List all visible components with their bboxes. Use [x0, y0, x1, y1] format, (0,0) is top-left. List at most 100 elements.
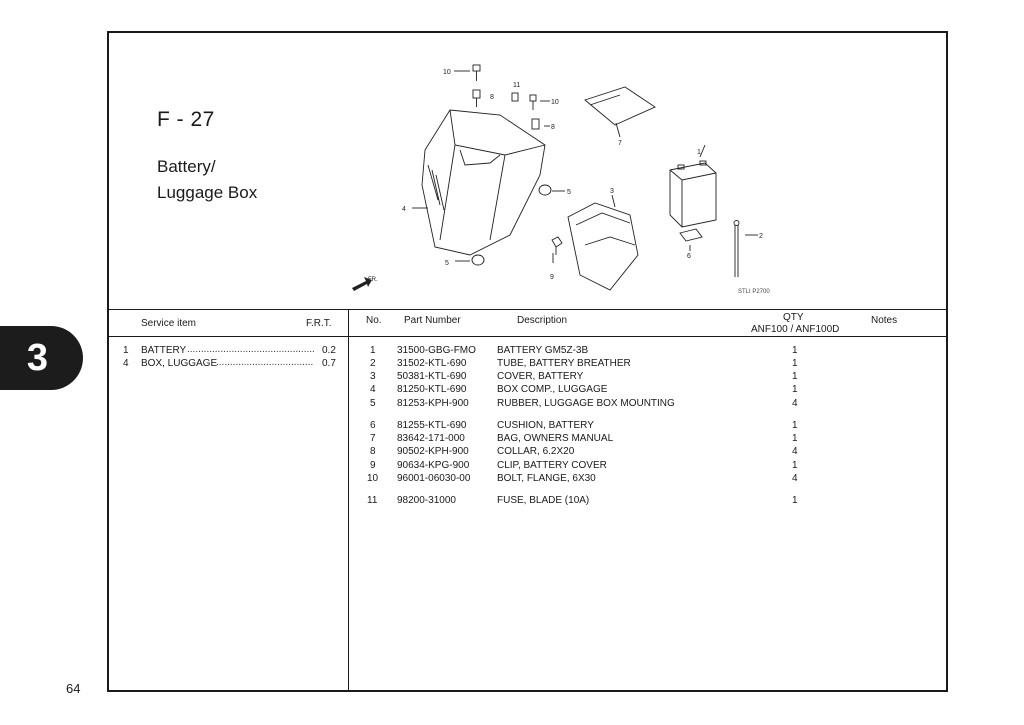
row-no: 11 [367, 495, 378, 506]
row-qty: 1 [792, 371, 798, 382]
service-row-frt: 0.7 [322, 358, 336, 369]
callout-number: 11 [513, 82, 520, 89]
row-no: 9 [370, 460, 376, 471]
diagram-code: STLI P2700 [738, 289, 770, 295]
row-no: 4 [370, 384, 376, 395]
row-no: 8 [370, 446, 376, 457]
figure-title-line2: Luggage Box [157, 183, 258, 202]
page-number: 64 [66, 681, 81, 696]
row-qty: 4 [792, 398, 798, 409]
owners-manual-bag-part [584, 86, 656, 126]
row-no: 2 [370, 358, 376, 369]
callout-number: 7 [618, 140, 622, 147]
table-top-rule [107, 309, 948, 310]
leader-dots: ........................................… [187, 344, 314, 355]
callout-number: 2 [759, 233, 763, 240]
row-description: FUSE, BLADE (10A) [497, 495, 590, 506]
row-description: BOX COMP., LUGGAGE [497, 384, 608, 395]
battery-cover-part [567, 202, 639, 291]
exploded-parts-diagram: FR. 10 8 11 10 8 7 1 4 5 3 2 6 9 5 STLI … [352, 64, 770, 295]
figure-title-line1: Battery/ [157, 157, 216, 176]
row-description: CUSHION, BATTERY [497, 420, 594, 431]
row-qty: 1 [792, 358, 798, 369]
bolt-part [529, 94, 537, 110]
callout-number: 8 [490, 94, 494, 101]
leader-dots: ........................................… [216, 357, 314, 368]
frt-header: F.R.T. [306, 318, 332, 329]
row-no: 10 [367, 473, 379, 484]
row-no: 1 [370, 345, 376, 356]
row-description: BOLT, FLANGE, 6X30 [497, 473, 596, 484]
collar-part [531, 118, 540, 130]
row-description: BAG, OWNERS MANUAL [497, 433, 614, 444]
callout-number: 4 [402, 206, 406, 213]
part-number-header: Part Number [404, 315, 461, 326]
service-row-frt: 0.2 [322, 345, 336, 356]
page-frame [107, 31, 948, 692]
breather-tube-part [734, 225, 739, 277]
notes-header: Notes [871, 315, 898, 326]
callout-number: 1 [697, 149, 701, 156]
callout-number: 5 [445, 260, 449, 267]
rubber-mount-part [538, 184, 552, 196]
row-part-number: 81250-KTL-690 [397, 384, 467, 395]
row-no: 7 [370, 433, 376, 444]
luggage-box-part [421, 109, 546, 256]
row-description: TUBE, BATTERY BREATHER [497, 358, 631, 369]
row-part-number: 90634-KPG-900 [397, 460, 470, 471]
row-qty: 1 [792, 433, 798, 444]
row-part-number: 81253-KPH-900 [397, 398, 469, 409]
callout-number: 9 [550, 274, 554, 281]
description-header: Description [517, 315, 568, 326]
row-qty: 4 [792, 473, 798, 484]
row-description: CLIP, BATTERY COVER [497, 460, 607, 471]
column-divider [348, 309, 349, 692]
row-description: COVER, BATTERY [497, 371, 584, 382]
qty-header: QTY [783, 312, 804, 323]
row-qty: 1 [792, 384, 798, 395]
row-qty: 1 [792, 420, 798, 431]
row-no: 6 [370, 420, 376, 431]
models-header: ANF100 / ANF100D [751, 324, 840, 335]
service-row-item: BATTERY [141, 345, 187, 356]
no-header: No. [366, 315, 382, 326]
front-arrow-icon [352, 277, 372, 291]
figure-code: F - 27 [157, 108, 215, 131]
row-part-number: 98200-31000 [397, 495, 456, 506]
callout-number: 10 [551, 99, 559, 106]
row-part-number: 31500-GBG-FMO [397, 345, 476, 356]
row-description: COLLAR, 6.2X20 [497, 446, 575, 457]
bolt-part [472, 64, 481, 81]
row-no: 3 [370, 371, 376, 382]
row-description: BATTERY GM5Z-3B [497, 345, 589, 356]
row-qty: 1 [792, 345, 798, 356]
row-no: 5 [370, 398, 376, 409]
clip-part [551, 236, 563, 255]
battery-cushion-part [679, 228, 703, 242]
service-row-no: 1 [123, 345, 129, 356]
callout-number: 10 [443, 69, 451, 76]
front-label: FR. [368, 277, 378, 283]
row-part-number: 90502-KPH-900 [397, 446, 469, 457]
section-tab: 3 [0, 326, 83, 390]
battery-part [669, 162, 717, 228]
row-qty: 1 [792, 460, 798, 471]
rubber-mount-part [471, 254, 485, 266]
row-qty: 4 [792, 446, 798, 457]
figure-title: Battery/ Luggage Box [157, 154, 257, 206]
callout-number: 8 [551, 124, 555, 131]
row-part-number: 96001-06030-00 [397, 473, 471, 484]
row-part-number: 31502-KTL-690 [397, 358, 467, 369]
table-header-rule [107, 336, 948, 337]
row-part-number: 83642-171-000 [397, 433, 465, 444]
row-qty: 1 [792, 495, 798, 506]
callout-number: 6 [687, 253, 691, 260]
service-item-header: Service item [141, 318, 197, 329]
callout-number: 5 [567, 189, 571, 196]
row-part-number: 50381-KTL-690 [397, 371, 467, 382]
collar-part [472, 89, 481, 107]
row-description: RUBBER, LUGGAGE BOX MOUNTING [497, 398, 675, 409]
fuse-part [511, 92, 519, 102]
service-row-item: BOX, LUGGAGE [141, 358, 218, 369]
callout-number: 3 [610, 188, 614, 195]
